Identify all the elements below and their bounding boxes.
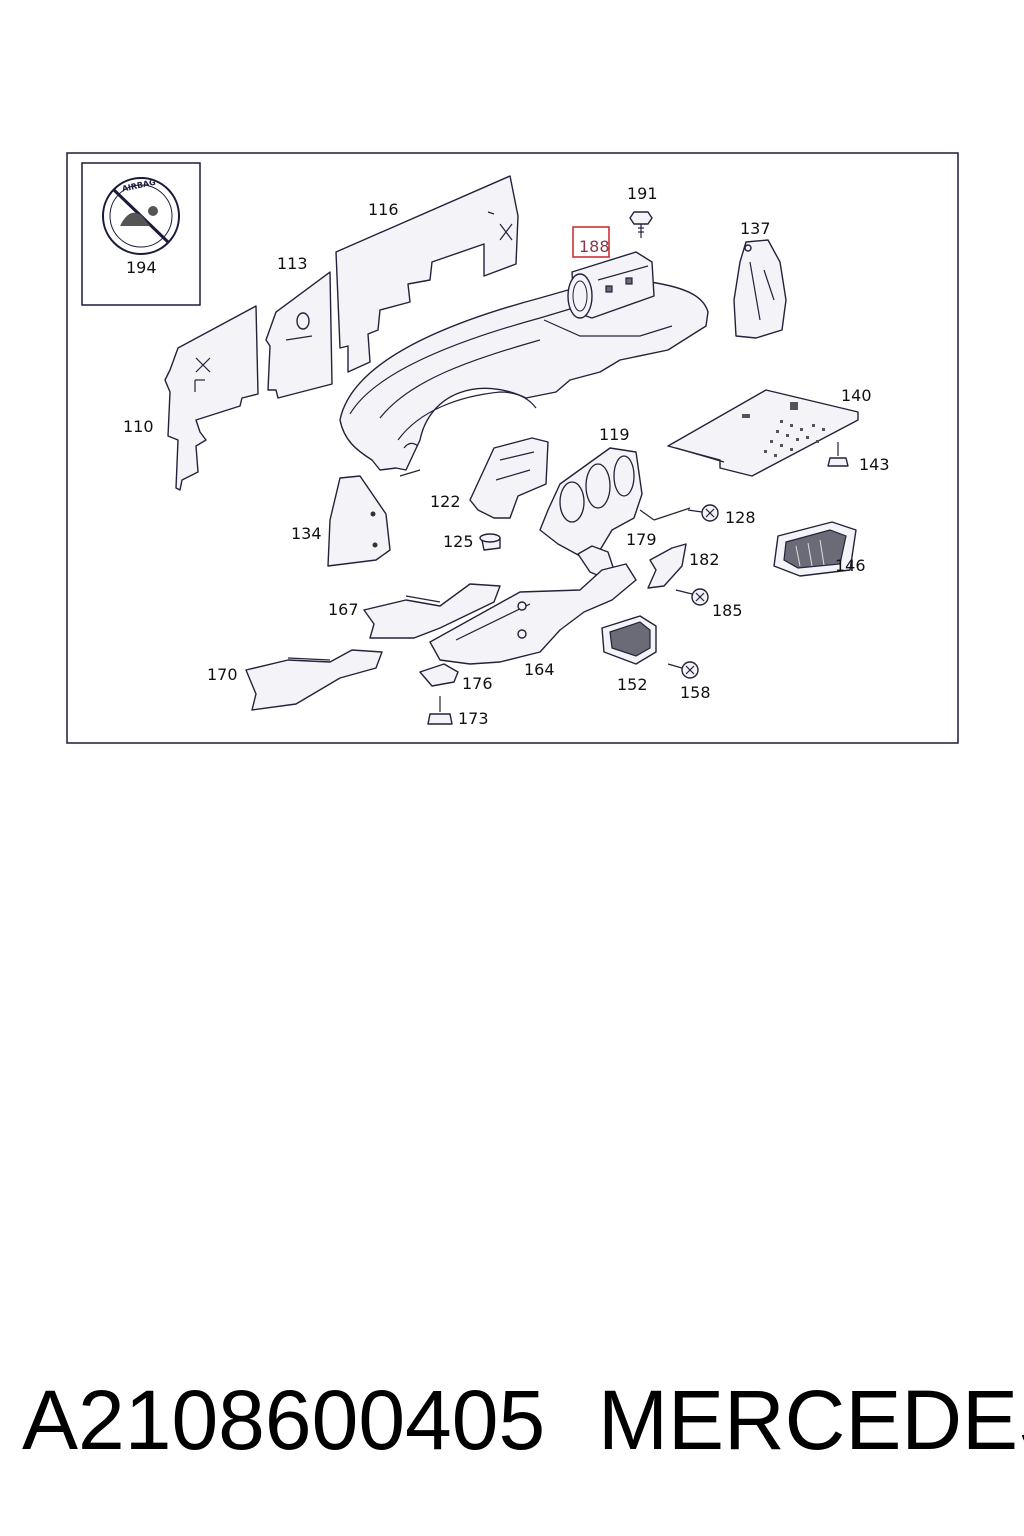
part-182 (647, 543, 687, 589)
callout-125: 125 (443, 532, 474, 551)
callout-122: 122 (430, 492, 461, 511)
callout-110: 110 (123, 417, 154, 436)
part-164 (429, 563, 637, 665)
diagram-frame (66, 152, 959, 744)
callout-179: 179 (626, 530, 657, 549)
callout-167: 167 (328, 600, 359, 619)
part-143-screw (827, 442, 849, 467)
callout-188: 188 (579, 237, 610, 256)
callout-173: 173 (458, 709, 489, 728)
callout-140: 140 (841, 386, 872, 405)
part-170 (245, 649, 383, 711)
callout-182: 182 (689, 550, 720, 569)
callout-194: 194 (126, 258, 157, 277)
part-167 (363, 583, 501, 639)
part-119 (539, 447, 691, 557)
parts-diagram: AIRBAG 194 110 113 116 (66, 152, 959, 744)
callout-164: 164 (524, 660, 555, 679)
part-152-vent (601, 615, 657, 665)
part-173-screw (427, 696, 453, 725)
part-128-screw (687, 504, 719, 522)
callout-143: 143 (859, 455, 890, 474)
part-146-vent (773, 521, 857, 577)
part-dashboard-188 (339, 251, 709, 477)
callout-137: 137 (740, 219, 771, 238)
highlight-box-188 (572, 226, 610, 258)
callout-152: 152 (617, 675, 648, 694)
part-158-screw (667, 661, 699, 679)
part-185-screw (675, 588, 709, 606)
part-number: A2108600405 (22, 1373, 546, 1467)
callout-134: 134 (291, 524, 322, 543)
airbag-warning-inset: AIRBAG 194 (81, 162, 201, 306)
part-140 (667, 389, 859, 477)
callout-113: 113 (277, 254, 308, 273)
part-176-clip (419, 663, 459, 687)
callout-128: 128 (725, 508, 756, 527)
brand-name: MERCEDES (598, 1373, 1024, 1467)
callout-116: 116 (368, 200, 399, 219)
part-122 (469, 437, 549, 519)
part-110 (164, 305, 259, 491)
part-191-screw (629, 211, 653, 238)
callout-191: 191 (627, 184, 658, 203)
callout-158: 158 (680, 683, 711, 702)
callout-185: 185 (712, 601, 743, 620)
part-134 (327, 475, 391, 567)
part-137 (733, 239, 787, 339)
callout-176: 176 (462, 674, 493, 693)
callout-146: 146 (835, 556, 866, 575)
part-116 (335, 175, 519, 373)
part-113 (265, 271, 333, 399)
part-125-clip (479, 533, 501, 551)
callout-119: 119 (599, 425, 630, 444)
callout-170: 170 (207, 665, 238, 684)
